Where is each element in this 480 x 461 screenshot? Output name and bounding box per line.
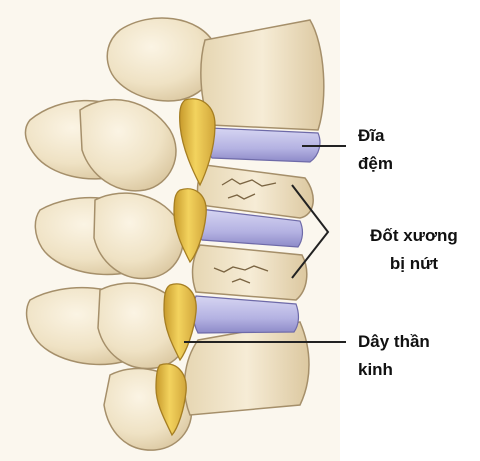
label-nerve-line2: kinh xyxy=(358,356,430,384)
label-fractured-vertebra: Đốt xương bị nứt xyxy=(356,222,472,278)
label-disc-line1: Đĩa xyxy=(358,122,393,150)
label-nerve: Dây thần kinh xyxy=(358,328,430,384)
label-disc-line2: đệm xyxy=(358,150,393,178)
label-nerve-line1: Dây thần xyxy=(358,328,430,356)
label-fracture-line1: Đốt xương xyxy=(356,222,472,250)
label-disc: Đĩa đệm xyxy=(358,122,393,178)
label-fracture-line2: bị nứt xyxy=(356,250,472,278)
